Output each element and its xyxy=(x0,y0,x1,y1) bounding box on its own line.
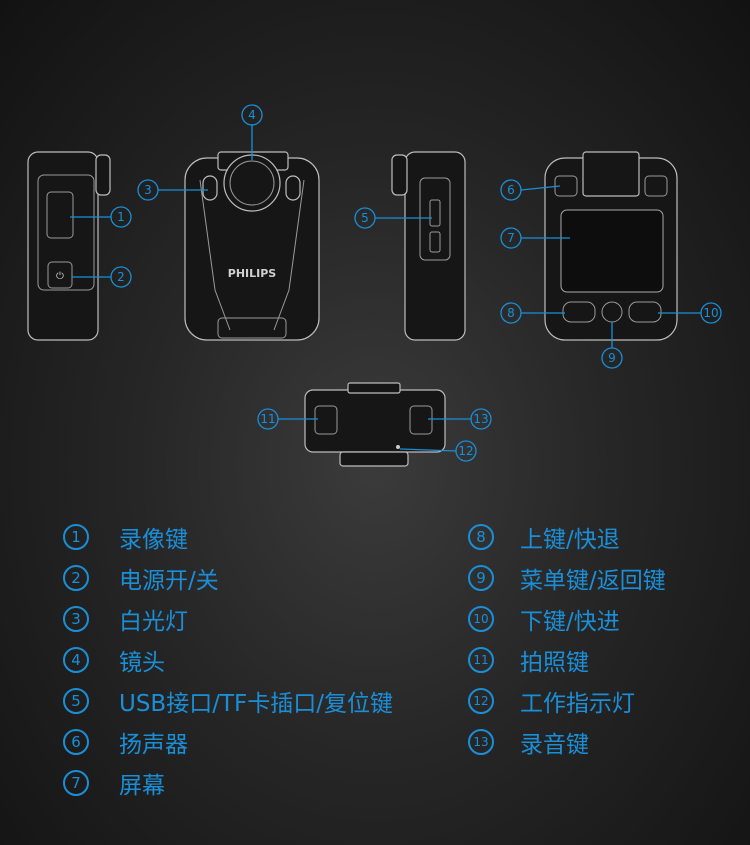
legend-item: 1 录像键 xyxy=(63,516,393,557)
legend-label: 扬声器 xyxy=(119,731,188,758)
callout-5: 5 xyxy=(354,207,376,229)
legend-number: 5 xyxy=(63,687,89,714)
legend-item: 3 白光灯 xyxy=(63,598,393,639)
callout-12: 12 xyxy=(455,440,477,462)
legend-number: 10 xyxy=(468,605,494,632)
legend-label: 录像键 xyxy=(119,526,188,553)
legend-number: 7 xyxy=(63,769,89,796)
legend-number: 1 xyxy=(63,523,89,550)
svg-text:1: 1 xyxy=(117,210,125,224)
svg-text:8: 8 xyxy=(507,306,515,320)
legend-label: 屏幕 xyxy=(119,772,165,799)
device-front: PHILIPS xyxy=(184,151,320,341)
legend-number: 4 xyxy=(63,646,89,673)
callout-6: 6 xyxy=(500,179,522,201)
legend-right: 8 上键/快退 9 菜单键/返回键 10 下键/快进 11 拍照键 12 工作指示灯 13… xyxy=(468,516,666,762)
callout-8: 8 xyxy=(500,302,522,324)
svg-text:9: 9 xyxy=(608,351,616,365)
svg-text:10: 10 xyxy=(703,306,718,320)
legend-left: 1 录像键 2 电源开/关 3 白光灯 4 镜头 5 USB接口/TF卡插口/复位键 6 扬… xyxy=(63,516,393,803)
legend-label: USB接口/TF卡插口/复位键 xyxy=(119,690,393,717)
legend-item: 11 拍照键 xyxy=(468,639,666,680)
legend-number: 11 xyxy=(468,646,494,673)
philips-logo: PHILIPS xyxy=(228,267,277,280)
callout-2: 2 xyxy=(110,266,132,288)
legend-item: 5 USB接口/TF卡插口/复位键 xyxy=(63,680,393,721)
legend-item: 12 工作指示灯 xyxy=(468,680,666,721)
legend-number: 13 xyxy=(468,728,494,755)
legend-label: 上键/快退 xyxy=(520,526,620,553)
svg-text:12: 12 xyxy=(458,444,473,458)
legend-label: 下键/快进 xyxy=(520,608,620,635)
callout-9: 9 xyxy=(601,347,623,369)
svg-text:3: 3 xyxy=(144,183,152,197)
legend-item: 4 镜头 xyxy=(63,639,393,680)
callout-7: 7 xyxy=(500,227,522,249)
legend-item: 8 上键/快退 xyxy=(468,516,666,557)
legend-item: 6 扬声器 xyxy=(63,721,393,762)
device-top xyxy=(304,382,446,467)
legend-number: 3 xyxy=(63,605,89,632)
callout-4: 4 xyxy=(241,104,263,126)
legend-number: 2 xyxy=(63,564,89,591)
legend-label: 菜单键/返回键 xyxy=(520,567,666,594)
callout-11: 11 xyxy=(257,408,279,430)
device-diagram: ⏻ PHILIPS xyxy=(27,104,722,467)
callout-13: 13 xyxy=(470,408,492,430)
legend-item: 9 菜单键/返回键 xyxy=(468,557,666,598)
legend-label: 白光灯 xyxy=(119,608,188,635)
legend-item: 13 录音键 xyxy=(468,721,666,762)
legend-number: 8 xyxy=(468,523,494,550)
svg-text:4: 4 xyxy=(248,108,256,122)
device-back xyxy=(544,151,678,341)
callout-3: 3 xyxy=(137,179,159,201)
svg-text:2: 2 xyxy=(117,270,125,284)
device-side-right xyxy=(391,151,466,341)
legend-number: 9 xyxy=(468,564,494,591)
legend-label: 电源开/关 xyxy=(119,567,219,594)
legend-label: 拍照键 xyxy=(520,649,589,676)
svg-text:11: 11 xyxy=(260,412,275,426)
power-icon: ⏻ xyxy=(56,271,64,282)
legend-item: 7 屏幕 xyxy=(63,762,393,803)
callout-10: 10 xyxy=(700,302,722,324)
svg-text:6: 6 xyxy=(507,183,515,197)
svg-text:7: 7 xyxy=(507,231,515,245)
legend-label: 录音键 xyxy=(520,731,589,758)
legend-item: 10 下键/快进 xyxy=(468,598,666,639)
legend-label: 工作指示灯 xyxy=(520,690,635,717)
device-side-left: ⏻ xyxy=(27,151,111,341)
legend-label: 镜头 xyxy=(119,649,165,676)
svg-text:13: 13 xyxy=(473,412,488,426)
callout-1: 1 xyxy=(110,206,132,228)
legend-number: 6 xyxy=(63,728,89,755)
legend-number: 12 xyxy=(468,687,494,714)
legend-item: 2 电源开/关 xyxy=(63,557,393,598)
svg-text:5: 5 xyxy=(361,211,369,225)
